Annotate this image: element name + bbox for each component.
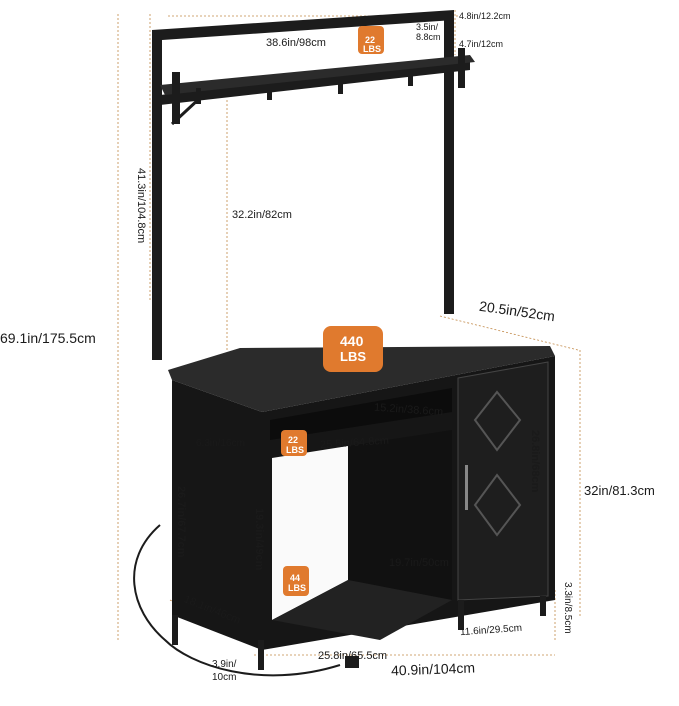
- badge-bottom-unit: LBS: [288, 583, 306, 593]
- dim-cubby-height: 6.3in/16cm: [196, 438, 245, 449]
- dim-shelf-depth: 4.7in/12cm: [459, 39, 504, 49]
- dim-total-width: 40.9in/104cm: [390, 659, 476, 679]
- hook-icon: [196, 70, 413, 104]
- badge-bottom-num: 44: [290, 573, 301, 583]
- dim-shelf-gap-in: 3.5in/: [416, 22, 439, 32]
- power-cord-icon: [133, 524, 341, 677]
- dim-hutch-height: 41.3in/104.8cm: [135, 168, 147, 244]
- dim-total-height: 69.1in/175.5cm: [0, 330, 96, 346]
- dim-foot-height-1: 3.9in/: [212, 659, 237, 670]
- dim-cabinet-height: 32in/81.3cm: [584, 483, 655, 498]
- badge-top-shelf-unit: LBS: [363, 44, 381, 54]
- dim-open-height: 19.3in/49cm: [253, 508, 265, 571]
- dim-post-height: 32.2in/82cm: [232, 209, 292, 221]
- dim-door-height: 26.8in/68cm: [529, 430, 541, 493]
- badge-cubby-num: 22: [288, 435, 299, 445]
- dim-foot-height-2: 10cm: [212, 672, 237, 683]
- dim-shelf-width: 38.6in/98cm: [266, 37, 326, 49]
- dim-top-depth: 4.8in/12.2cm: [459, 11, 511, 21]
- badge-top-unit: LBS: [340, 349, 366, 364]
- weight-badge-icon: [281, 26, 384, 596]
- badge-top-shelf-num: 22: [365, 35, 376, 45]
- dim-shelf-gap-cm: 8.8cm: [416, 32, 441, 42]
- door-handle-icon: [465, 465, 468, 510]
- dim-bottom-width: 25.8in/65.5cm: [318, 650, 388, 662]
- badge-top-num: 440: [340, 333, 364, 349]
- dim-side-height: 26.7in/67.7cm: [175, 486, 187, 558]
- hutch-frame: [152, 10, 475, 360]
- dim-leg-height: 3.3in/8.5cm: [562, 582, 573, 634]
- badge-cubby-unit: LBS: [286, 445, 304, 455]
- dim-open-depth: 19.7in/50cm: [389, 557, 449, 569]
